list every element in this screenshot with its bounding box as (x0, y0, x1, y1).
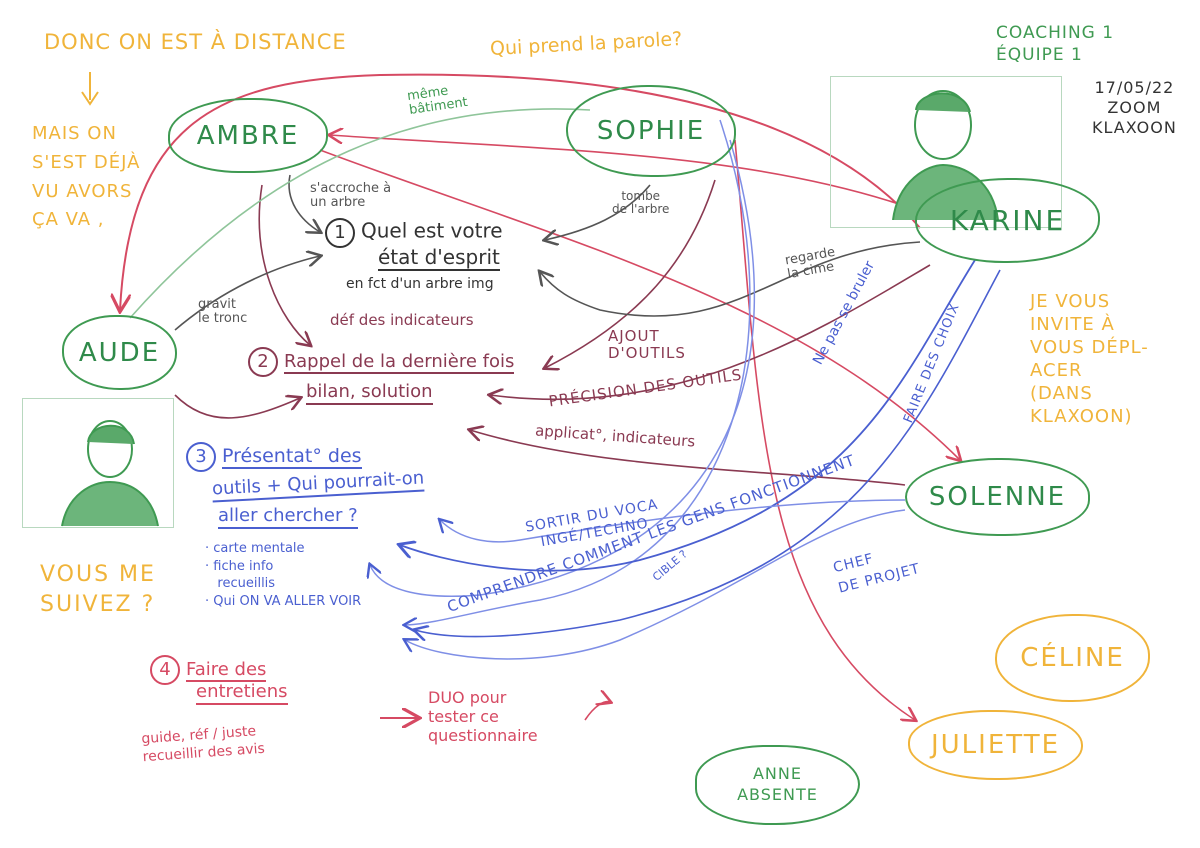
arc-karine-step1 (540, 241, 921, 317)
grimpe-note: gravit le tronc (198, 297, 248, 327)
node-anne: ANNE ABSENTE (695, 745, 860, 825)
arc-solenne-step3-b (440, 499, 906, 543)
arc-yellow-head (81, 91, 99, 106)
node-ambre: AMBRE (168, 98, 328, 173)
portrait-aude-icon (61, 420, 159, 527)
arc-duo-curl (584, 702, 610, 721)
arc-solenne-step2 (470, 430, 906, 486)
node-celine: CÉLINE (995, 614, 1150, 702)
arc-ambre-solenne (319, 149, 960, 460)
step1-subtitle: en fct d'un arbre img (346, 276, 494, 292)
step2-number: 2 (248, 347, 278, 377)
tombe-note: tombe de l'arbre (612, 189, 670, 217)
session-label: COACHING 1 ÉQUIPE 1 (996, 23, 1115, 66)
portrait-frame-aude (22, 398, 174, 528)
step4-title-text: Faire des (186, 658, 267, 682)
step3-title-text: Présentat° des (222, 444, 362, 469)
node-karine: KARINE (915, 178, 1100, 263)
step3-title-line3: aller chercher ? (218, 505, 358, 529)
arc-sophie-step3-b (370, 139, 756, 597)
date-tools-label: 17/05/22 ZOOM KLAXOON (1092, 78, 1177, 137)
node-aude: AUDE (62, 315, 177, 390)
vous-me-note: VOUS ME SUIVEZ ? (40, 562, 156, 617)
arc-sophie-step2 (545, 179, 716, 368)
duo-note: DUO pour tester ce questionnaire (428, 688, 538, 746)
step2-subtitle: bilan, solution (306, 381, 433, 405)
step4-number: 4 (150, 655, 180, 685)
step3-items: · carte mentale · fiche info recueillis … (205, 541, 362, 609)
arc-solenne-step3 (405, 509, 906, 660)
step1-title-text: Quel est votre (361, 218, 503, 243)
arc-karine-aude (120, 73, 921, 310)
node-juliette: JULIETTE (908, 710, 1083, 780)
arc-sophie-aude (129, 108, 591, 319)
step1-title-line2: état d'esprit (378, 245, 500, 271)
distance-label: DONC ON EST À DISTANCE (44, 30, 347, 54)
step4-title-line2: entretiens (196, 681, 288, 705)
mais-on-label: MAIS ON S'EST DÉJÀ VU AVORS ÇA VA , (32, 123, 141, 231)
arc-aude-step1 (174, 256, 320, 331)
arc-karine-step3 (400, 259, 976, 572)
arc-ambre-step2 (258, 184, 310, 345)
node-solenne: SOLENNE (905, 458, 1090, 536)
arc-sophie-juliette (734, 139, 915, 720)
arc-sophie-step1 (545, 184, 651, 240)
invite-note: JE VOUS INVITE À VOUS DÉPL- ACER (DANS K… (1030, 291, 1149, 428)
arc-karine-step3-b (415, 269, 1001, 637)
arc-karine-step2 (490, 264, 931, 399)
arc-aude-step2 (174, 394, 300, 419)
ajout-note: AJOUT D'OUTILS (608, 327, 686, 363)
step3-number: 3 (186, 442, 216, 472)
step1-number: 1 (325, 218, 355, 248)
def-indic-note: déf des indicateurs (330, 311, 474, 329)
accroche-note: s'accroche à un arbre (310, 181, 392, 211)
node-sophie: SOPHIE (566, 85, 736, 177)
step2-title-text: Rappel de la dernière fois (284, 350, 515, 374)
arc-sophie-step3-a (405, 119, 751, 625)
